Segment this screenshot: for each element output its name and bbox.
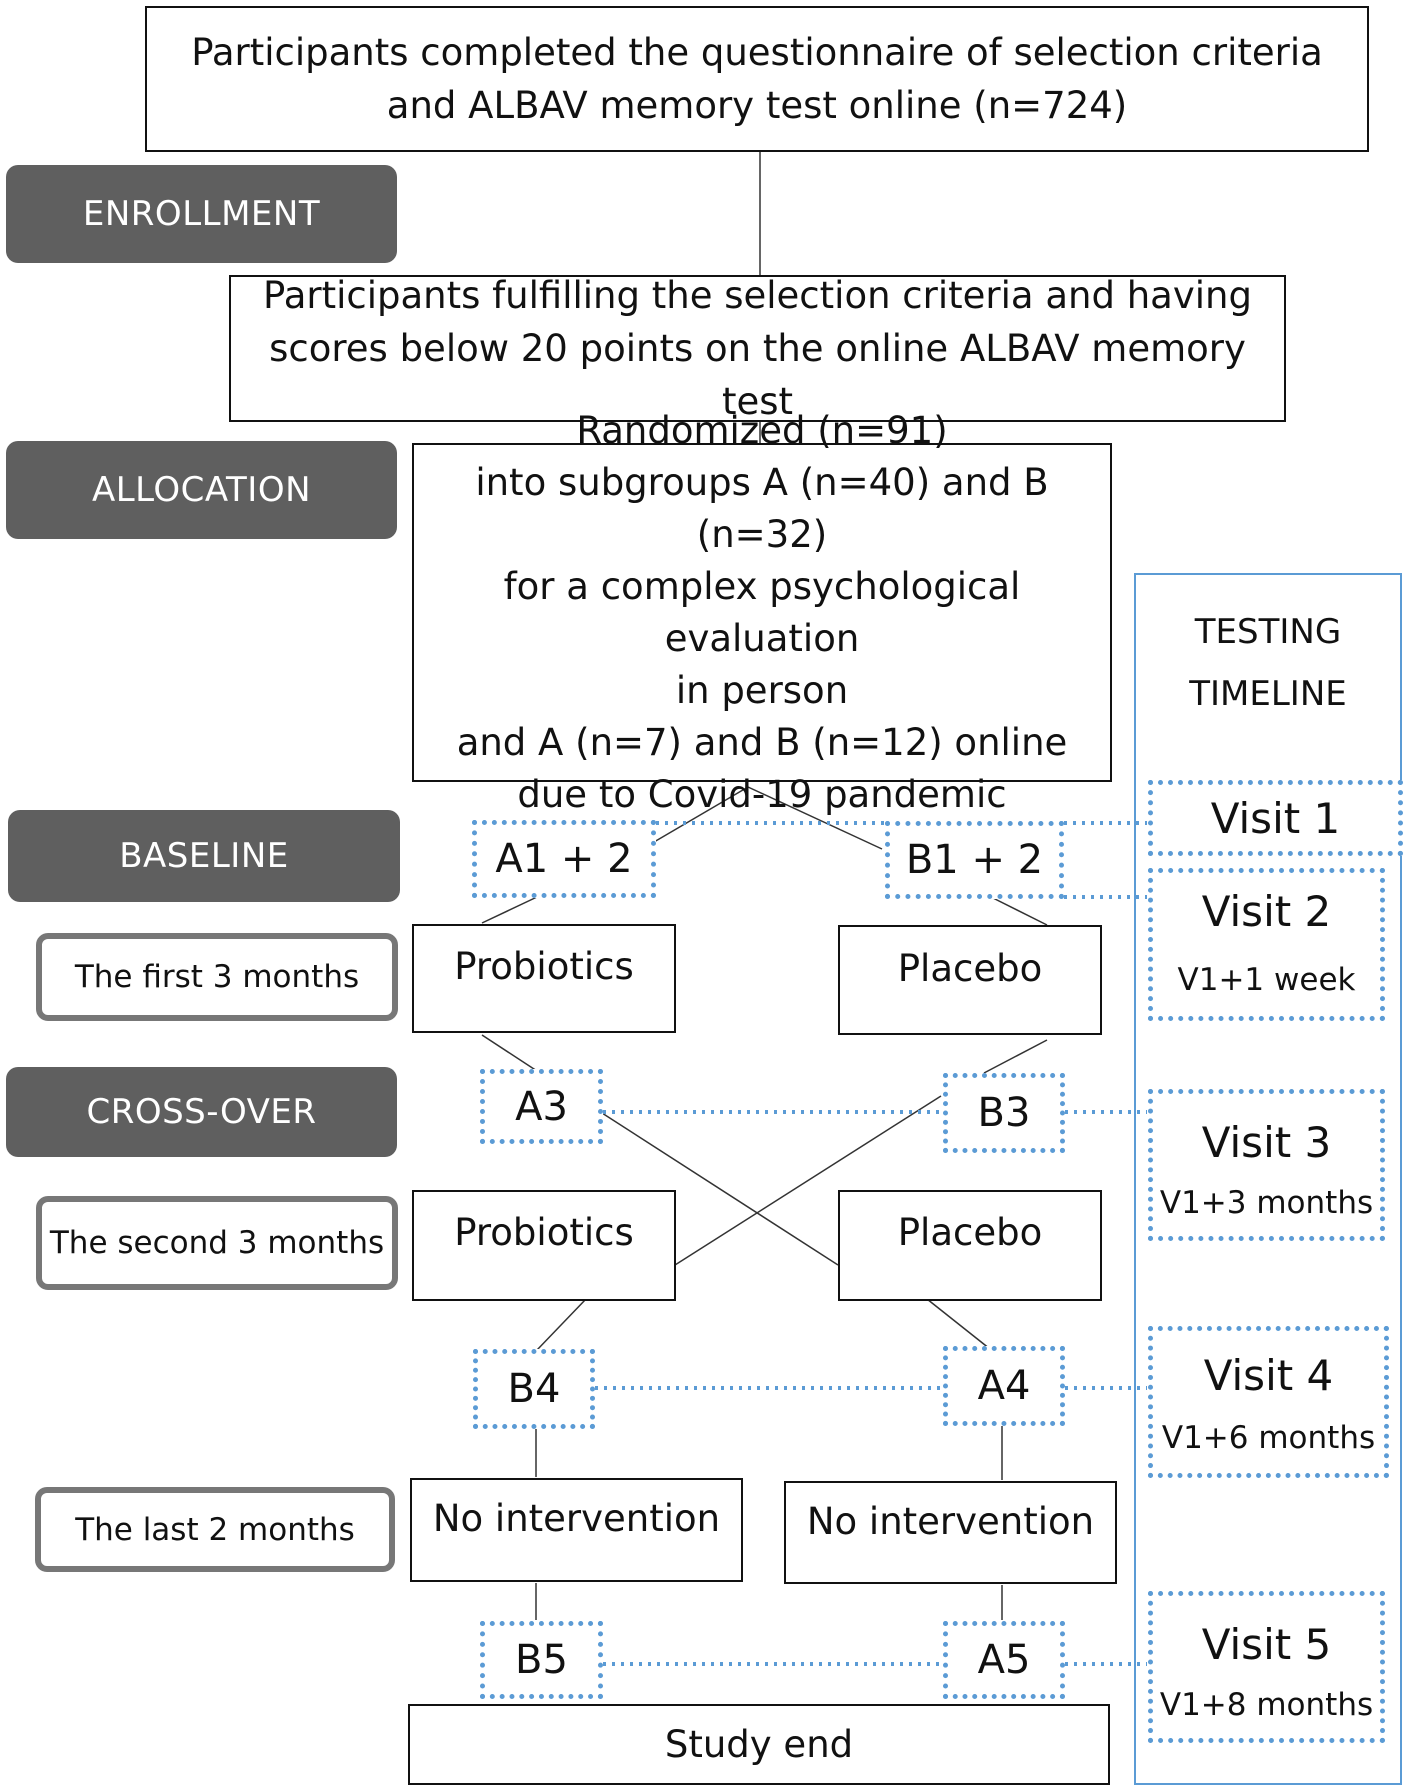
randomized-line: due to Covid-19 pandemic	[517, 772, 1007, 816]
visit-2: Visit 2 V1+1 week	[1148, 868, 1385, 1021]
period-last: The last 2 months	[35, 1487, 395, 1572]
randomized-text: Randomized (n=91) into subgroups A (n=40…	[414, 405, 1110, 821]
connector-line	[481, 1034, 538, 1072]
screening-text: Participants completed the questionnaire…	[191, 31, 1323, 127]
connector-line	[983, 1039, 1048, 1074]
node-a3: A3	[480, 1069, 603, 1144]
visit-1: Visit 1	[1148, 780, 1403, 856]
visit-3: Visit 3 V1+3 months	[1148, 1089, 1385, 1241]
connector-line	[481, 896, 538, 924]
randomized-line: and A (n=7) and B (n=12) online	[456, 720, 1068, 764]
connector-line	[926, 1298, 991, 1350]
node-b3: B3	[943, 1073, 1065, 1153]
study-end-label: Study end	[664, 1723, 854, 1766]
stage-baseline: BASELINE	[8, 810, 400, 902]
visit-offset: V1+6 months	[1161, 1420, 1376, 1456]
placebo-box-1: Placebo	[838, 925, 1102, 1035]
timeline-title: TESTING TIMELINE	[1134, 601, 1402, 725]
visit-4: Visit 4 V1+6 months	[1148, 1326, 1389, 1478]
randomized-box: Randomized (n=91) into subgroups A (n=40…	[412, 409, 1112, 816]
period-second: The second 3 months	[36, 1196, 398, 1290]
randomized-line: Randomized (n=91)	[576, 408, 948, 452]
randomized-line: in person	[675, 668, 849, 712]
selection-box: Participants fulfilling the selection cr…	[229, 274, 1286, 423]
study-end-box: Study end	[408, 1704, 1110, 1785]
no-intervention-label: No intervention	[806, 1500, 1095, 1543]
visit-name: Visit 2	[1201, 887, 1332, 936]
probiotics-box-2: Probiotics	[412, 1190, 676, 1301]
selection-text: Participants fulfilling the selection cr…	[263, 274, 1252, 423]
node-a12: A1 + 2	[472, 820, 656, 898]
connector-line	[601, 1112, 839, 1266]
stage-allocation: ALLOCATION	[6, 441, 397, 539]
visit-offset: V1+8 months	[1159, 1687, 1374, 1723]
connector-line	[674, 1095, 942, 1266]
visit-name: Visit 3	[1201, 1118, 1332, 1167]
visit-name: Visit 4	[1203, 1351, 1334, 1400]
no-intervention-box-right: No intervention	[784, 1481, 1117, 1584]
node-b5: B5	[480, 1621, 603, 1699]
stage-crossover: CROSS-OVER	[6, 1067, 397, 1157]
node-a4: A4	[943, 1346, 1065, 1426]
visit-name: Visit 1	[1210, 794, 1341, 843]
connector-line	[990, 896, 1048, 926]
probiotics-label: Probiotics	[454, 945, 634, 988]
visit-name: Visit 5	[1201, 1620, 1332, 1669]
randomized-line: for a complex psychological evaluation	[503, 564, 1021, 660]
placebo-label: Placebo	[897, 947, 1043, 990]
probiotics-label: Probiotics	[454, 1211, 634, 1254]
visit-offset: V1+3 months	[1159, 1185, 1374, 1221]
connector-line	[536, 1298, 587, 1351]
timeline-title-line: TESTING	[1194, 612, 1342, 652]
visit-5: Visit 5 V1+8 months	[1148, 1591, 1385, 1743]
probiotics-box-1: Probiotics	[412, 924, 676, 1033]
connector-line	[653, 786, 749, 843]
connector-line	[747, 786, 883, 850]
period-first: The first 3 months	[36, 933, 398, 1021]
placebo-label: Placebo	[897, 1211, 1043, 1254]
stage-enrollment: ENROLLMENT	[6, 165, 397, 263]
randomized-line: into subgroups A (n=40) and B (n=32)	[475, 460, 1049, 556]
timeline-title-line: TIMELINE	[1189, 674, 1347, 714]
no-intervention-label: No intervention	[432, 1497, 721, 1540]
placebo-box-2: Placebo	[838, 1190, 1102, 1301]
node-b4: B4	[473, 1349, 595, 1429]
node-a5: A5	[943, 1621, 1065, 1699]
screening-box: Participants completed the questionnaire…	[145, 6, 1369, 152]
node-b12: B1 + 2	[885, 821, 1064, 899]
no-intervention-box-left: No intervention	[410, 1478, 743, 1582]
visit-offset: V1+1 week	[1177, 962, 1356, 998]
testing-timeline	[1134, 573, 1402, 1785]
